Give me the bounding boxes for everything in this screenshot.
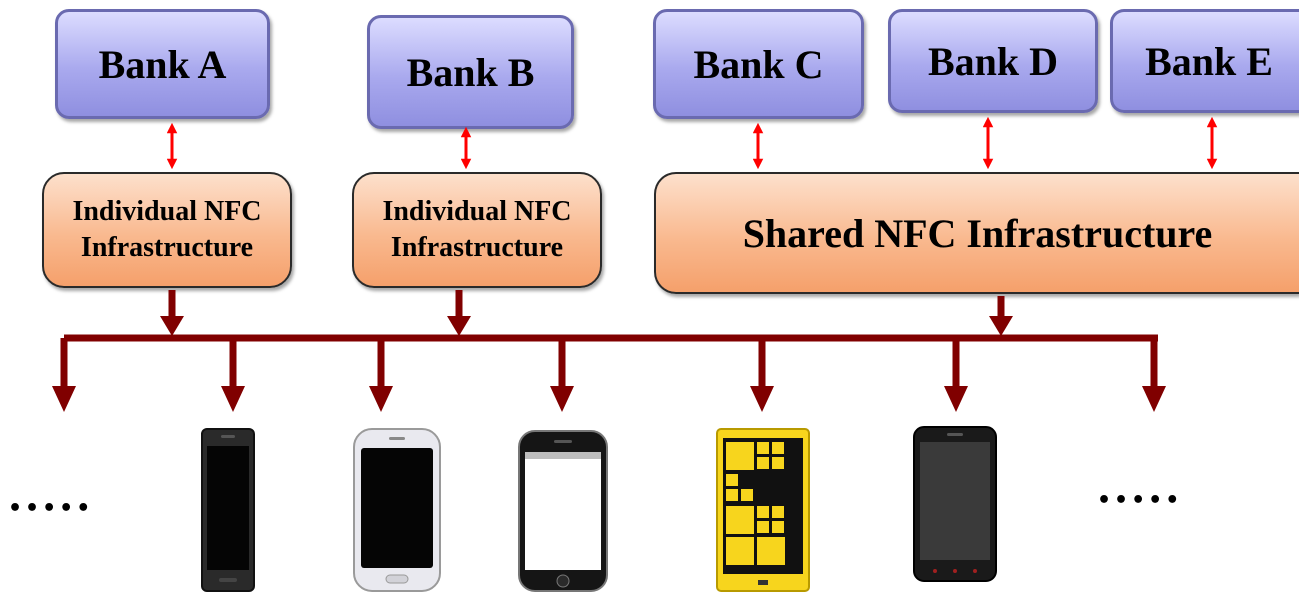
black-slider-smartphone <box>201 428 255 592</box>
left-ellipsis: ••••• <box>8 496 94 521</box>
iphone <box>518 430 608 592</box>
infra-1-feed-arrowhead <box>160 316 184 336</box>
black-android-smartphone <box>913 426 997 582</box>
infra-2-line-2: Infrastructure <box>390 232 564 263</box>
drop-arrowhead-3 <box>369 386 393 412</box>
shared-feed-arrowhead <box>989 316 1013 336</box>
drop-arrowhead-5 <box>750 386 774 412</box>
right-ellipsis: ••••• <box>1097 488 1183 513</box>
infra-2-line-1: Individual NFC <box>382 196 572 227</box>
bus-arrowheads <box>52 316 1166 412</box>
drop-arrowhead-2 <box>221 386 245 412</box>
drop-arrowhead-1 <box>52 386 76 412</box>
bank-d-box: Bank D <box>888 9 1098 113</box>
individual-nfc-infrastructure-2: Individual NFC Infrastructure <box>352 172 602 288</box>
distribution-bus <box>60 290 1158 388</box>
individual-nfc-infrastructure-1: Individual NFC Infrastructure <box>42 172 292 288</box>
bank-link-arrows <box>166 116 1218 170</box>
infra-1-line-2: Infrastructure <box>80 232 254 263</box>
infra-1-line-1: Individual NFC <box>72 196 262 227</box>
shared-nfc-infrastructure: Shared NFC Infrastructure <box>654 172 1299 294</box>
drop-arrowhead-4 <box>550 386 574 412</box>
drop-arrowhead-7 <box>1142 386 1166 412</box>
infra-2-feed-arrowhead <box>447 316 471 336</box>
yellow-windows-phone <box>716 428 810 592</box>
windows-tiles <box>726 442 785 565</box>
bank-c-box: Bank C <box>653 9 864 119</box>
drop-arrowhead-6 <box>944 386 968 412</box>
bank-e-box: Bank E <box>1110 9 1299 113</box>
white-galaxy-smartphone <box>353 428 441 592</box>
bank-a-box: Bank A <box>55 9 270 119</box>
